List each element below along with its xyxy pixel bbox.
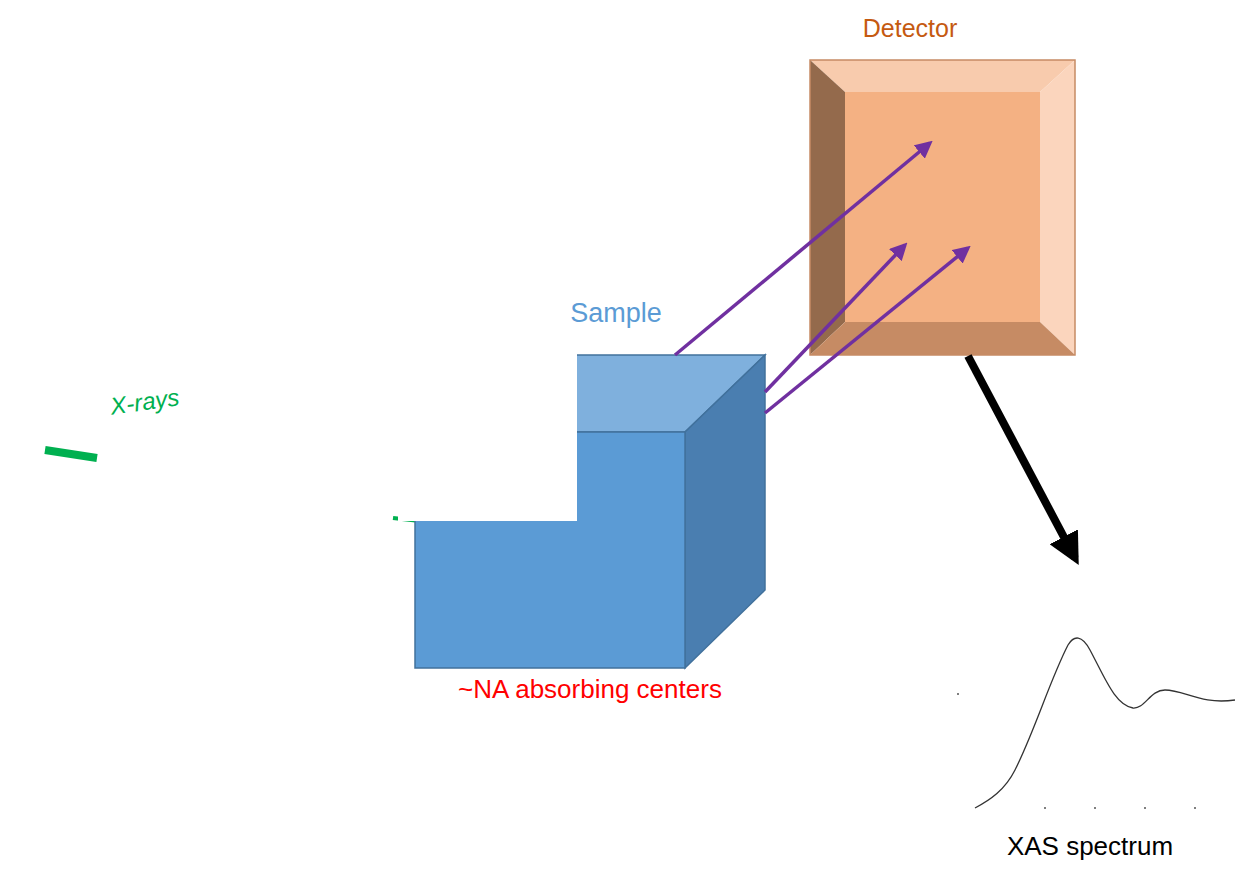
sample-block: Sample ~NA absorbing centers [400, 290, 780, 760]
detector-right [1040, 60, 1075, 355]
detector-box: Detector [790, 8, 1090, 363]
detector-left [810, 60, 845, 355]
node-label: ~NA absorbing centers [440, 675, 740, 705]
xray-beam [45, 450, 97, 458]
sample-notch [398, 353, 577, 521]
detector-front [845, 92, 1040, 322]
axis-ticks [957, 693, 1196, 809]
beam-label: X-rays [108, 383, 181, 420]
node-label: XAS spectrum [990, 832, 1190, 862]
node-label: Detector [810, 14, 1010, 43]
sample-side [685, 355, 765, 668]
detector-bottom [810, 322, 1075, 355]
spectrum-curve [975, 638, 1235, 808]
detector-top [810, 60, 1075, 92]
node-label: Sample [516, 298, 716, 329]
emission-arrow [675, 143, 930, 355]
output-arrow [968, 356, 1075, 558]
spectrum-plot: XAS spectrum [950, 560, 1250, 880]
emission-arrow [765, 248, 968, 413]
